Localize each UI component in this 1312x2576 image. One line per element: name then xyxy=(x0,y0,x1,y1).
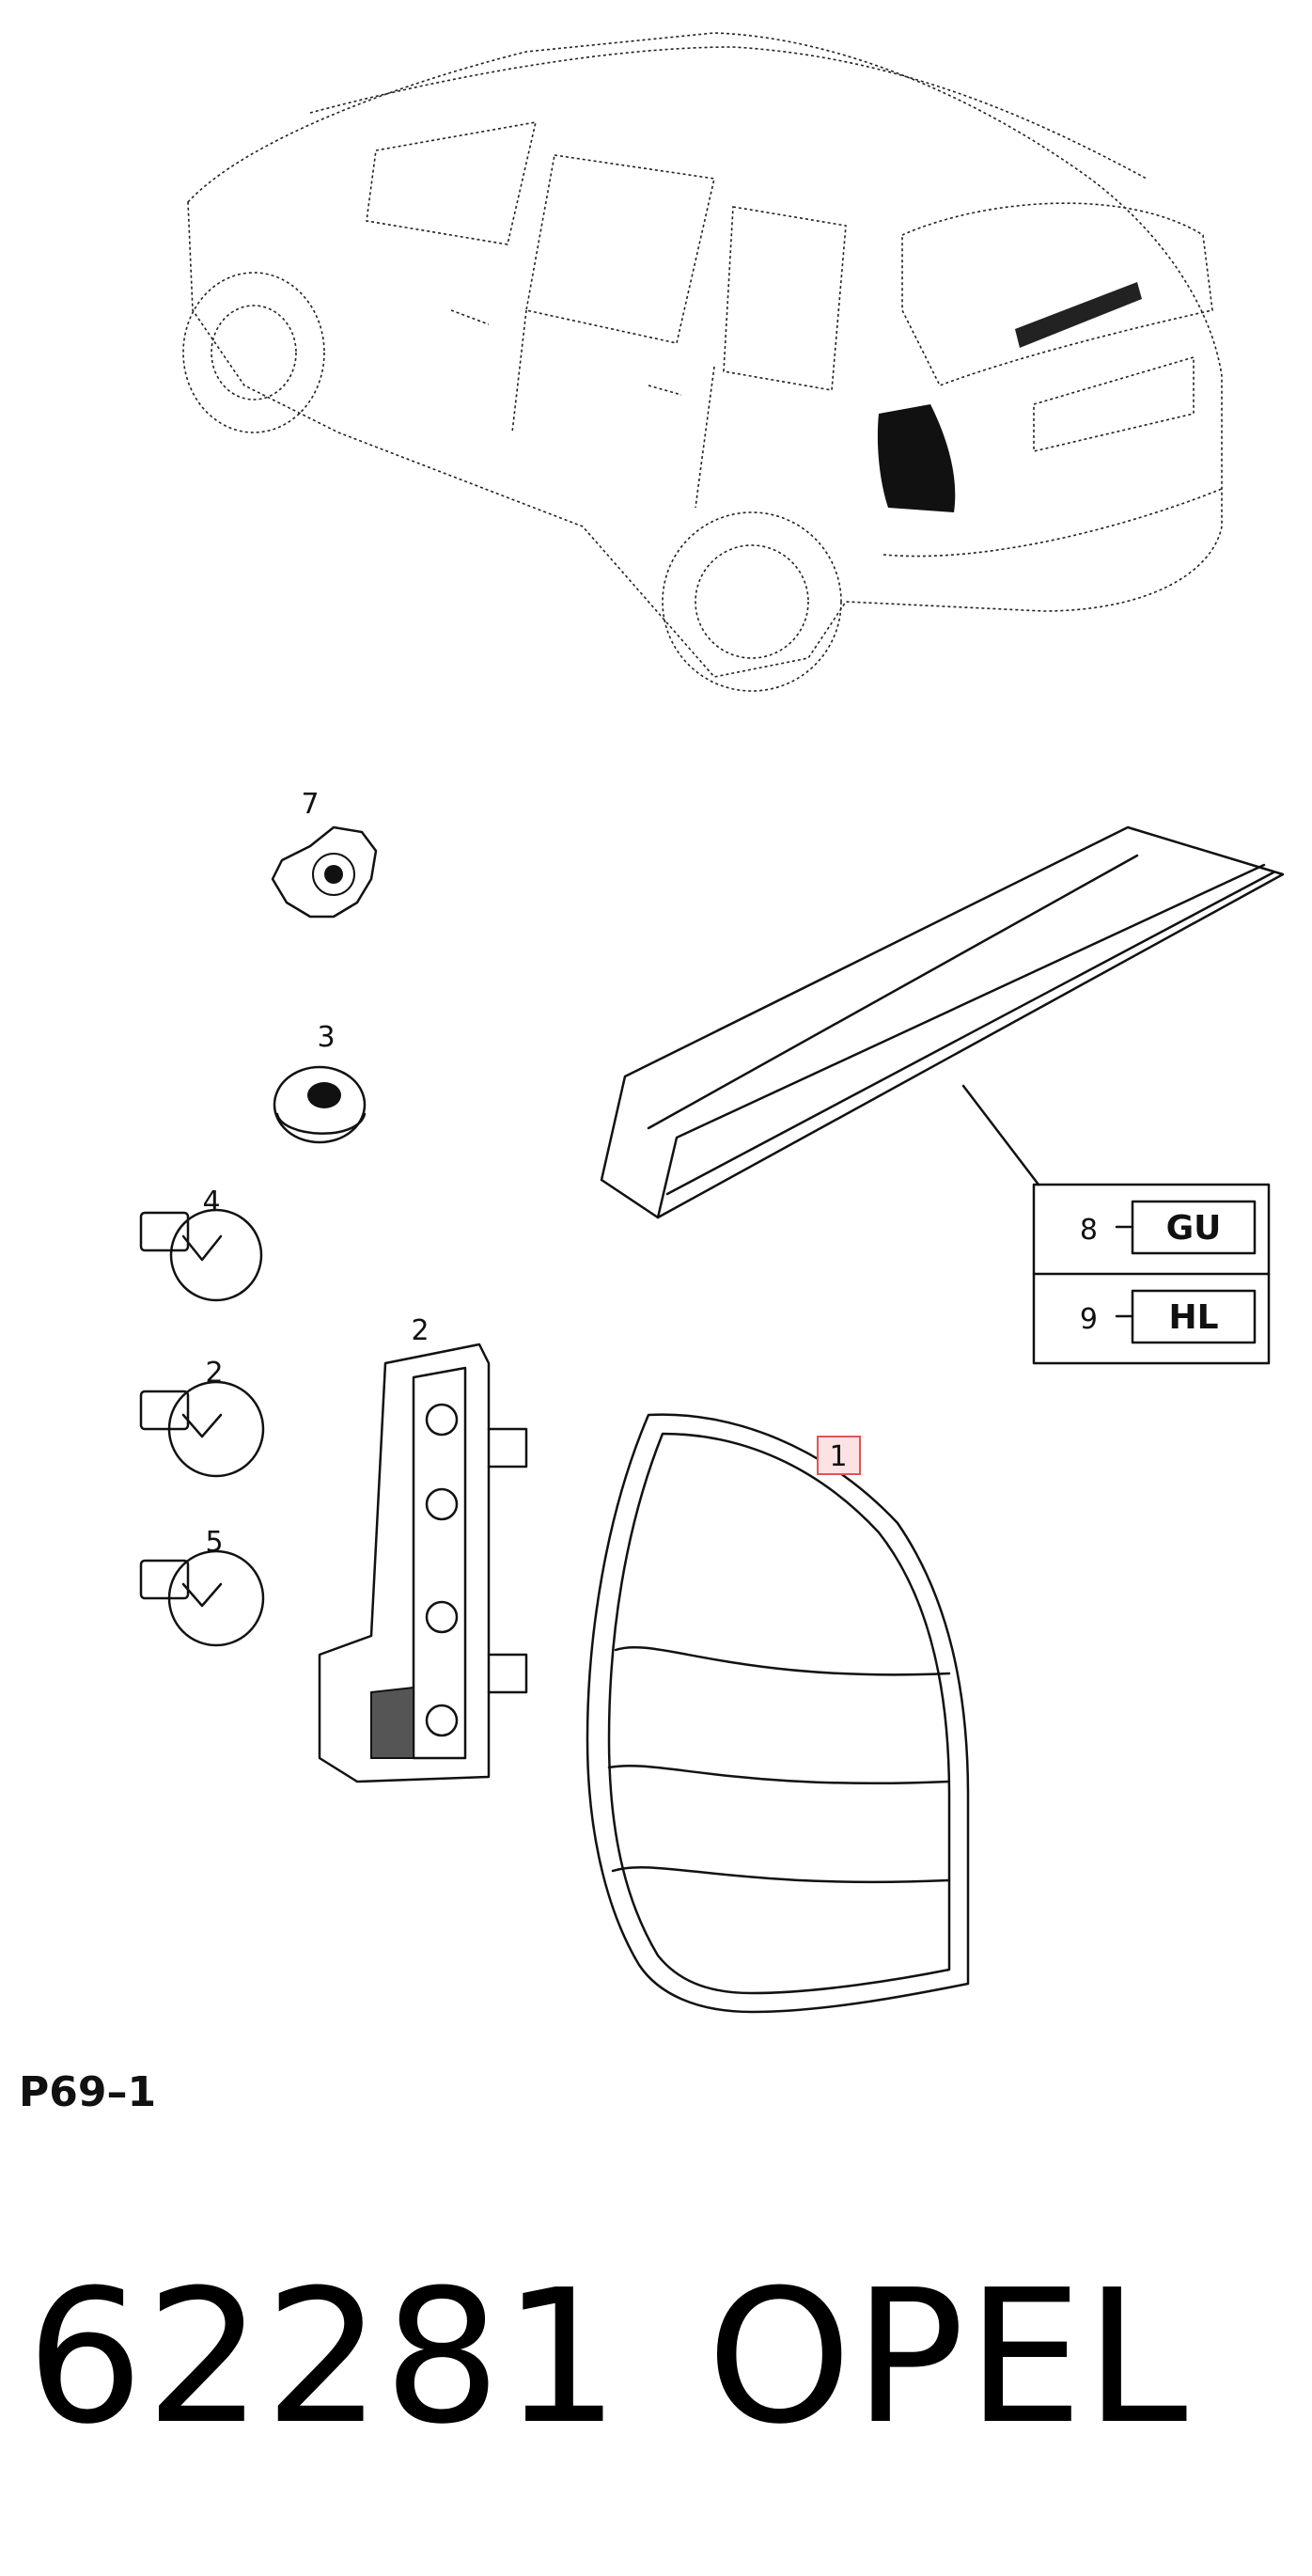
vehicle-illustration xyxy=(182,32,1223,692)
part-1-tail-light xyxy=(586,1413,970,2014)
part-5-bulb xyxy=(139,1549,265,1647)
callout-3: 3 xyxy=(317,1021,335,1054)
callout-6: 2 xyxy=(205,1357,223,1390)
callout-5: 5 xyxy=(205,1526,223,1559)
callout-1-highlight-box xyxy=(817,1436,861,1475)
variant-code-hl: HL xyxy=(1168,1298,1218,1337)
callout-7: 7 xyxy=(301,788,319,821)
callout-4: 4 xyxy=(202,1186,220,1218)
part-2-bulb-carrier xyxy=(318,1343,528,1783)
variant-code-gu: GU xyxy=(1166,1209,1222,1248)
leader-line-brake-light xyxy=(961,1084,1040,1186)
callout-2-label: 2 xyxy=(411,1314,429,1347)
callout-1: 1 xyxy=(829,1440,847,1473)
variant-number-8: 8 xyxy=(1080,1214,1098,1247)
footer-part-number: 62281 xyxy=(26,2251,622,2465)
variant-table xyxy=(1032,1183,1271,1365)
car-tail-light xyxy=(877,404,956,512)
page-reference: P69–1 xyxy=(19,2068,157,2116)
high-mount-brake-light xyxy=(600,825,1285,1219)
part-6-bulb xyxy=(139,1380,265,1478)
part-4-bulb xyxy=(139,1208,263,1302)
footer-brand: OPEL xyxy=(707,2251,1190,2465)
part-3-grommet xyxy=(273,1065,367,1144)
variant-number-9: 9 xyxy=(1080,1303,1098,1336)
part-7-knob xyxy=(271,825,378,919)
car-brake-light xyxy=(1015,282,1142,348)
